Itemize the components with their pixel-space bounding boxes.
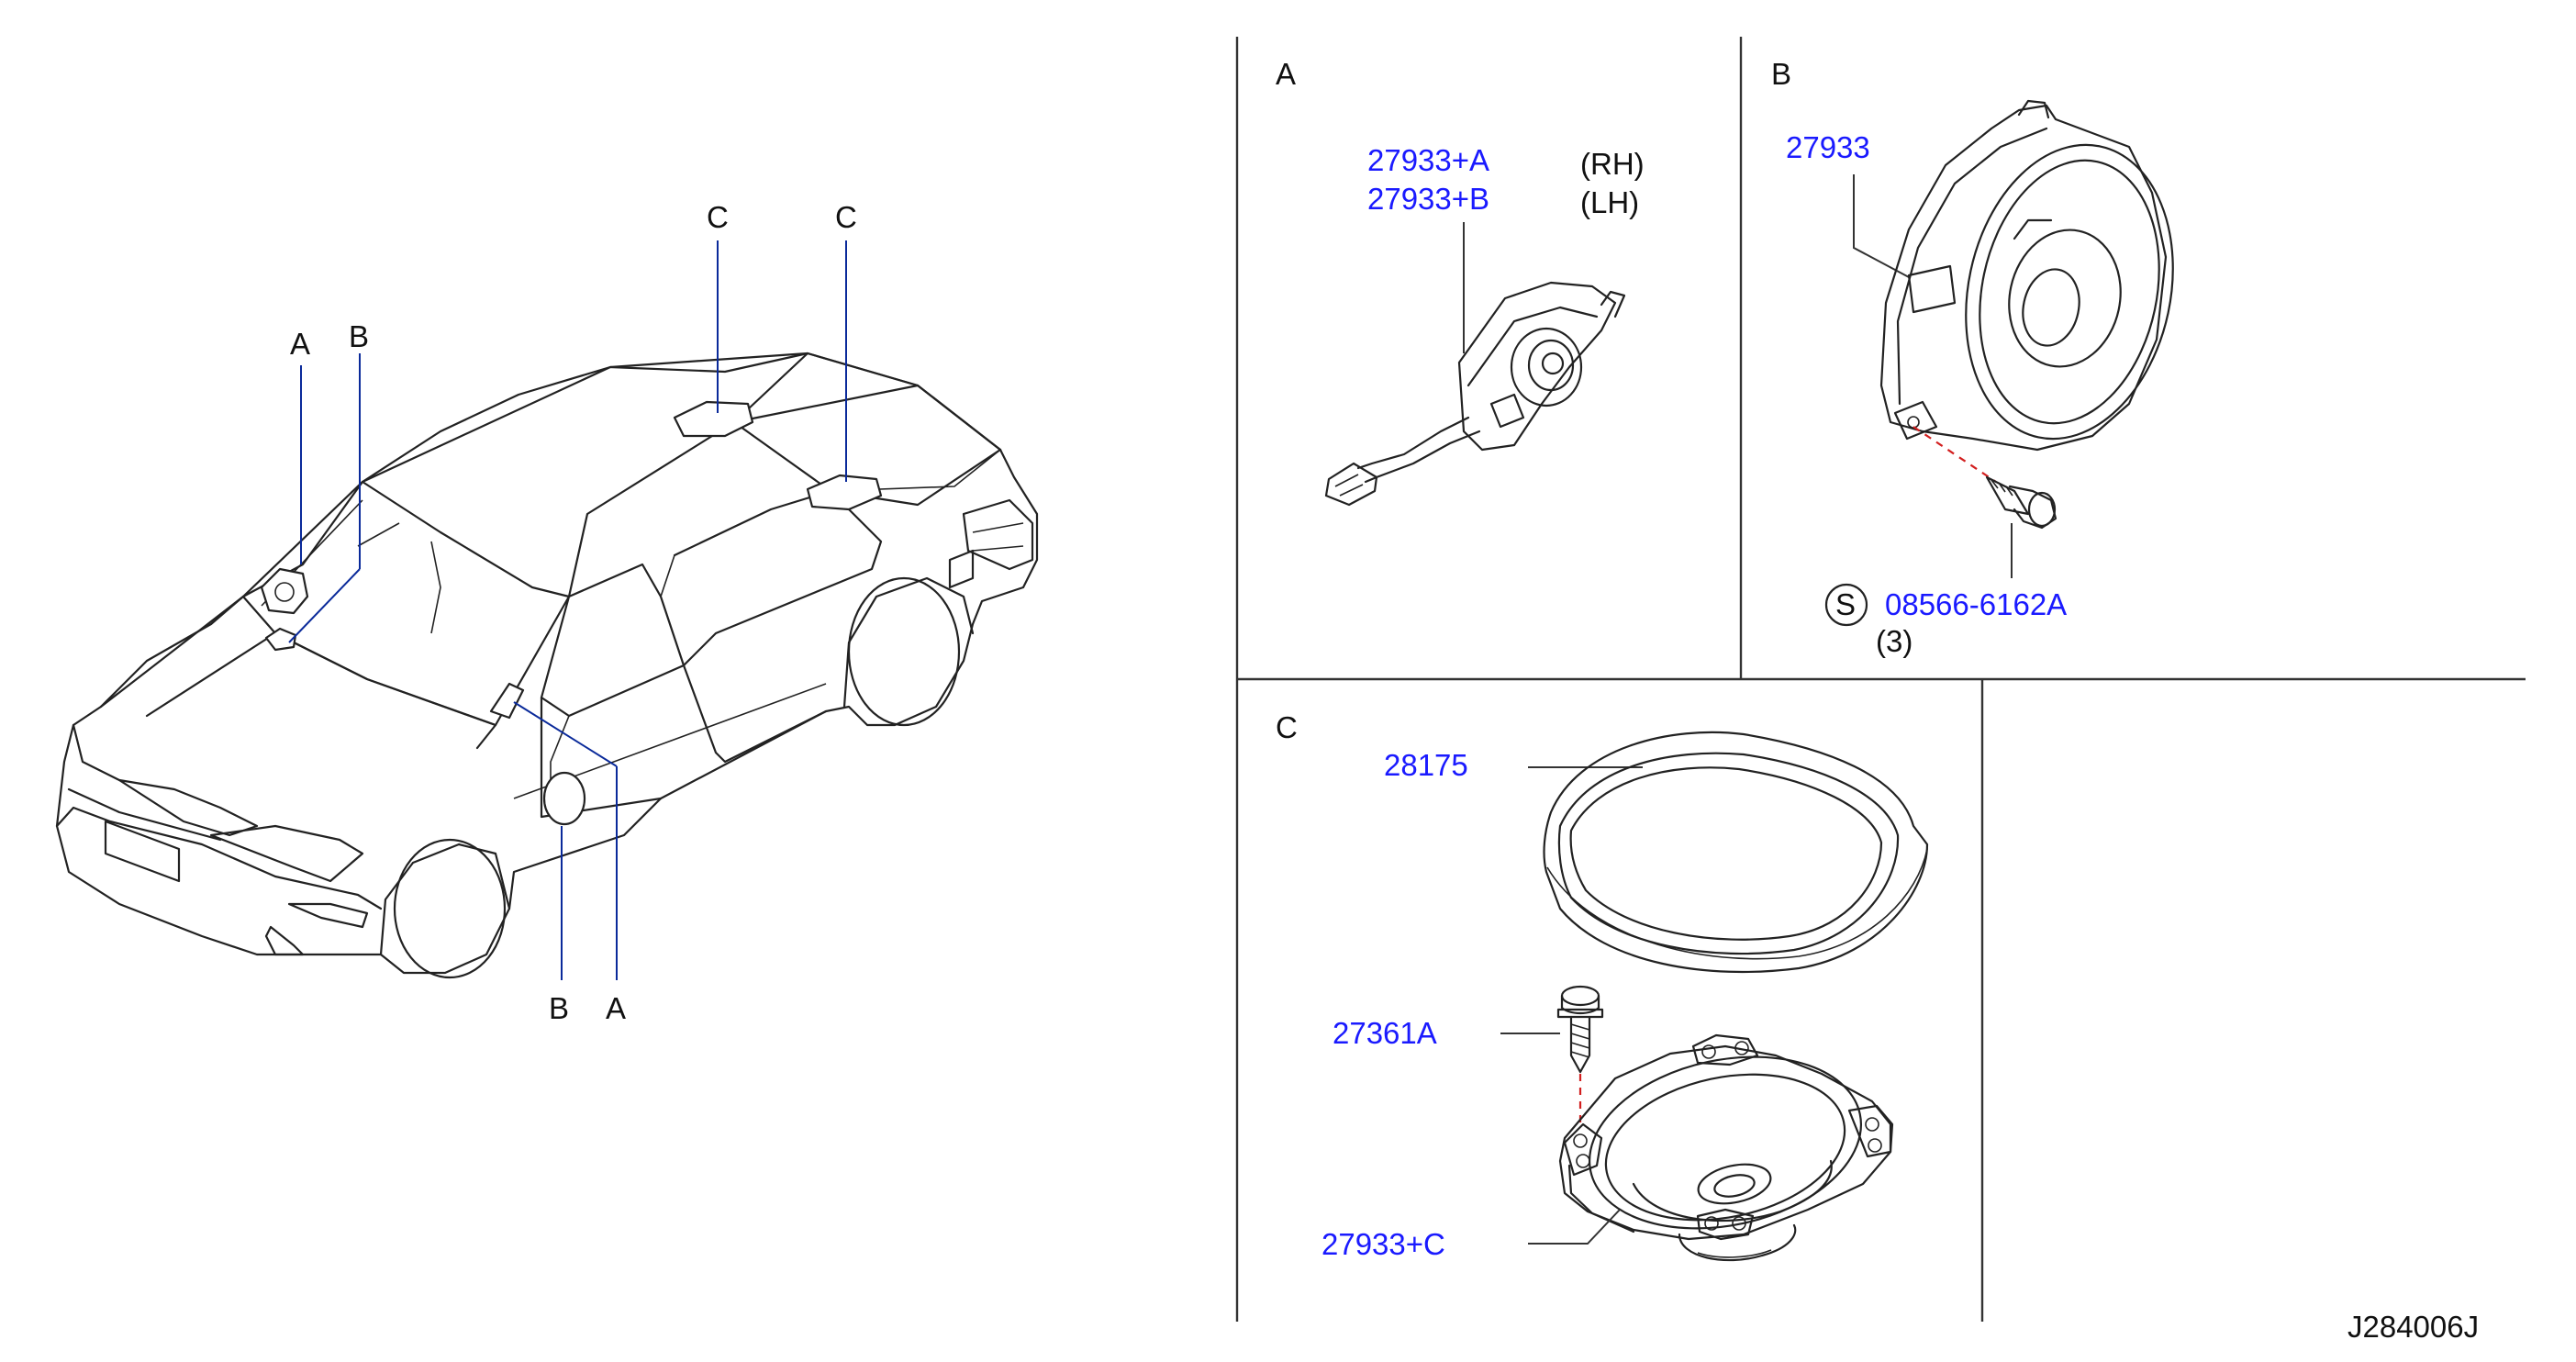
part-number-27933b[interactable]: 27933+B: [1367, 182, 1489, 216]
part-number-08566-6162a[interactable]: 08566-6162A: [1885, 587, 2067, 621]
callout-bottom-a: A: [606, 991, 626, 1025]
part-number-27361a[interactable]: 27361A: [1333, 1016, 1437, 1050]
rh-note: (RH): [1580, 147, 1645, 181]
tweeter-illustration: [1324, 281, 1626, 507]
part-number-27933[interactable]: 27933: [1786, 130, 1870, 164]
speaker-cover-illustration: [1543, 731, 1929, 974]
callout-front-a: A: [290, 327, 310, 361]
screw-b-illustration: [1985, 475, 2057, 530]
lh-note: (LH): [1580, 185, 1639, 219]
part-number-27933c[interactable]: 27933+C: [1321, 1227, 1445, 1261]
roof-speaker-illustration: [1558, 1033, 1894, 1262]
callout-roof-c-left: C: [707, 200, 729, 234]
panel-b: B 27933 S 08566-6162A (3): [1771, 57, 2174, 658]
vehicle-illustration: [55, 352, 1039, 979]
panel-a: A 27933+A (RH) 27933+B (LH): [1276, 57, 1645, 507]
part-number-27933a[interactable]: 27933+A: [1367, 143, 1489, 177]
panel-frame: [1235, 37, 2526, 1322]
callout-bottom-b: B: [549, 991, 569, 1025]
panel-c: C 28175 27361A: [1276, 710, 1929, 1262]
door-speaker-illustration: [1879, 99, 2174, 452]
panel-c-label: C: [1276, 710, 1298, 744]
screw-quantity: (3): [1876, 624, 1912, 658]
callout-front-b: B: [349, 319, 369, 353]
screw-symbol: S: [1835, 587, 1856, 621]
panel-b-label: B: [1771, 57, 1791, 91]
screw-c-illustration: [1556, 985, 1604, 1074]
vehicle-callouts: A B C C B A: [290, 200, 857, 1025]
part-number-28175[interactable]: 28175: [1384, 748, 1468, 782]
panel-a-label: A: [1276, 57, 1296, 91]
drawing-number: J284006J: [2347, 1310, 2479, 1344]
callout-roof-c-right: C: [835, 200, 857, 234]
vehicle-leaders: [288, 240, 847, 980]
